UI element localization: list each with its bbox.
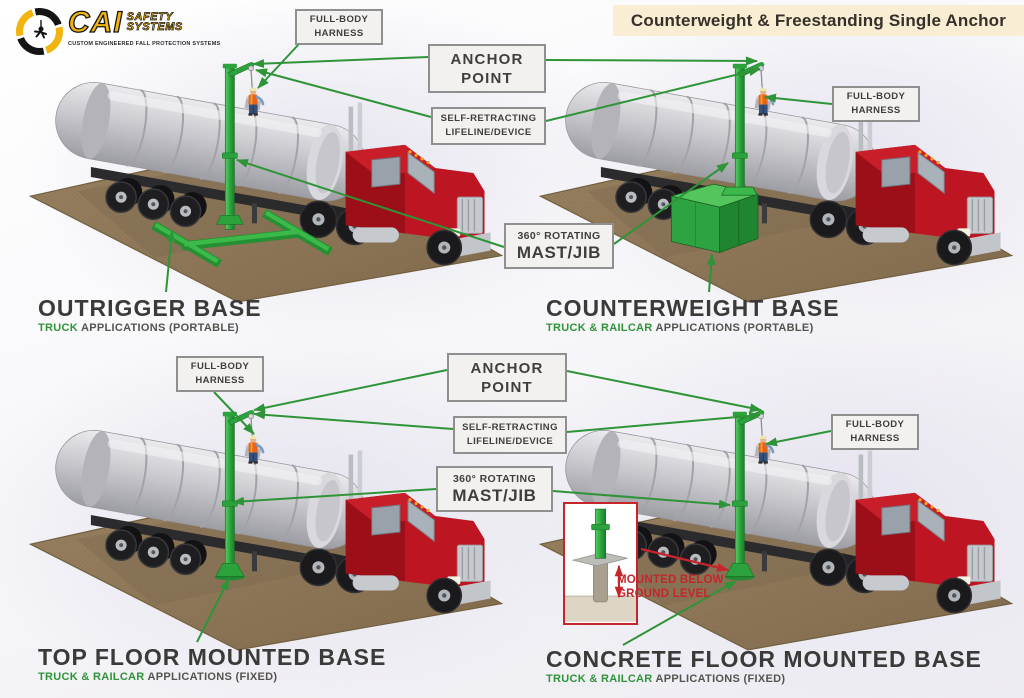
logo-word-1: SAFETY xyxy=(126,11,174,23)
callout-line: POINT xyxy=(481,378,533,396)
callout-line: HARNESS xyxy=(851,105,901,116)
callout-rotating-mast-bottom: 360° ROTATING MAST/JIB xyxy=(436,466,553,512)
callout-self-retracting-bottom: SELF-RETRACTING LIFELINE/DEVICE xyxy=(453,416,567,454)
callout-line: ANCHOR xyxy=(470,359,544,377)
callout-full-body-harness-q1: FULL-BODY HARNESS xyxy=(295,9,383,45)
caption-outrigger: OUTRIGGER BASE TRUCK APPLICATIONS (PORTA… xyxy=(38,295,262,335)
callout-line: LIFELINE/DEVICE xyxy=(445,127,532,138)
callout-line: MAST/JIB xyxy=(452,486,537,505)
caption-counterweight: COUNTERWEIGHT BASE TRUCK & RAILCAR APPLI… xyxy=(546,295,840,335)
caption-concrete-floor: CONCRETE FLOOR MOUNTED BASE TRUCK & RAIL… xyxy=(546,646,982,686)
scene-counterweight-base xyxy=(539,60,1013,304)
callout-line: FULL-BODY xyxy=(309,14,369,25)
callout-line: MAST/JIB xyxy=(516,243,602,262)
logo-text: CAI SAFETY SYSTEMS CUSTOM ENGINEERED FAL… xyxy=(67,6,221,47)
logo-tagline: CUSTOM ENGINEERED FALL PROTECTION SYSTEM… xyxy=(68,41,221,47)
callout-line: FULL-BODY xyxy=(846,91,906,102)
callout-line: FULL-BODY xyxy=(190,361,250,372)
callout-full-body-harness-q4: FULL-BODY HARNESS xyxy=(831,414,919,450)
quadrant-title: COUNTERWEIGHT BASE xyxy=(546,295,840,321)
floor-mount-base xyxy=(724,562,755,581)
logo-ring xyxy=(16,8,63,55)
quadrant-title: OUTRIGGER BASE xyxy=(38,295,262,321)
quadrant-subtitle: TRUCK APPLICATIONS (PORTABLE) xyxy=(38,322,262,334)
callout-line: ANCHOR xyxy=(450,50,524,68)
quadrant-title: CONCRETE FLOOR MOUNTED BASE xyxy=(546,646,982,672)
callout-self-retracting-top: SELF-RETRACTING LIFELINE/DEVICE xyxy=(431,107,546,145)
apps-highlight: TRUCK & RAILCAR xyxy=(546,322,653,334)
apps-rest: APPLICATIONS (PORTABLE) xyxy=(652,322,814,334)
callout-line: SELF-RETRACTING xyxy=(462,422,558,433)
apps-rest: APPLICATIONS (FIXED) xyxy=(144,671,278,683)
apps-highlight: TRUCK & RAILCAR xyxy=(546,673,653,685)
counterweight-base xyxy=(670,183,759,253)
page-title: Counterweight & Freestanding Single Anch… xyxy=(630,10,1007,30)
caption-top-floor: TOP FLOOR MOUNTED BASE TRUCK & RAILCAR A… xyxy=(38,644,387,684)
callout-line: 360° ROTATING xyxy=(452,473,537,485)
note-line: MOUNTED BELOW xyxy=(617,574,724,586)
callout-anchor-point-bottom: ANCHOR POINT xyxy=(447,353,567,402)
falling-person-icon xyxy=(23,15,56,48)
apps-rest: APPLICATIONS (FIXED) xyxy=(652,673,786,685)
callout-rotating-mast-top: 360° ROTATING MAST/JIB xyxy=(504,223,614,269)
callout-line: 360° ROTATING xyxy=(517,230,601,242)
callout-anchor-point-top: ANCHOR POINT xyxy=(428,44,546,93)
logo-brand: CAI xyxy=(67,6,123,39)
callout-line: HARNESS xyxy=(195,375,245,386)
callout-line: POINT xyxy=(461,69,513,87)
callout-full-body-harness-q3: FULL-BODY HARNESS xyxy=(176,356,264,392)
callout-line: HARNESS xyxy=(850,433,900,444)
logo-word-2: SYSTEMS xyxy=(126,21,183,33)
scene-top-floor-base xyxy=(29,408,503,652)
apps-highlight: TRUCK xyxy=(38,322,78,334)
logo-brand-words: SAFETY SYSTEMS xyxy=(126,11,183,33)
floor-mount-base xyxy=(214,562,245,581)
callout-line: LIFELINE/DEVICE xyxy=(466,436,554,447)
title-banner: Counterweight & Freestanding Single Anch… xyxy=(613,5,1024,36)
callout-full-body-harness-q2: FULL-BODY HARNESS xyxy=(832,86,920,122)
quadrant-subtitle: TRUCK & RAILCAR APPLICATIONS (FIXED) xyxy=(38,671,386,683)
below-ground-note: MOUNTED BELOW GROUND LEVEL xyxy=(617,574,737,601)
cai-logo: CAI SAFETY SYSTEMS CUSTOM ENGINEERED FAL… xyxy=(16,6,221,55)
apps-highlight: TRUCK & RAILCAR xyxy=(38,671,145,683)
note-line: GROUND LEVEL xyxy=(617,587,711,600)
scene-concrete-floor-base xyxy=(539,408,1013,652)
quadrant-subtitle: TRUCK & RAILCAR APPLICATIONS (FIXED) xyxy=(546,673,982,685)
callout-line: FULL-BODY xyxy=(845,419,905,430)
below-ground-inset xyxy=(563,502,638,625)
callout-line: SELF-RETRACTING xyxy=(440,113,537,124)
below-ground-detail-drawing xyxy=(565,508,636,622)
quadrant-title: TOP FLOOR MOUNTED BASE xyxy=(38,644,387,670)
callout-line: HARNESS xyxy=(314,28,364,39)
apps-rest: APPLICATIONS (PORTABLE) xyxy=(78,322,239,334)
quadrant-subtitle: TRUCK & RAILCAR APPLICATIONS (PORTABLE) xyxy=(546,322,840,334)
